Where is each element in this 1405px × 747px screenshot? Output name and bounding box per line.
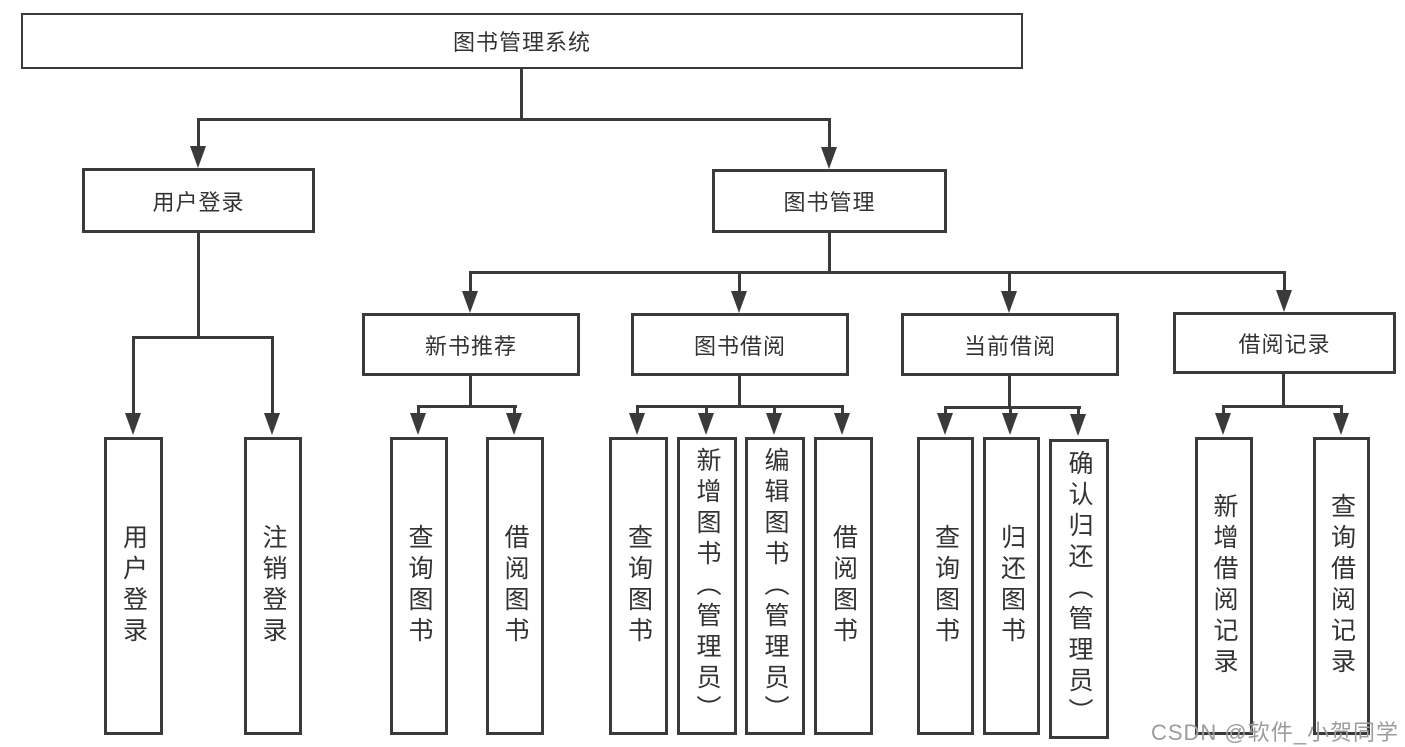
leaf-label: 新增图书（管理员） <box>693 446 721 726</box>
arrowhead-down-icon <box>506 413 522 435</box>
connector-line <box>828 118 831 150</box>
leaf-label: 归还图书 <box>997 524 1026 648</box>
arrowhead-down-icon <box>1070 414 1086 436</box>
connector-line <box>1008 376 1011 406</box>
arrowhead-down-icon <box>264 413 280 435</box>
connector-line <box>271 336 274 415</box>
connector-line <box>705 405 708 417</box>
connector-line <box>1340 405 1343 417</box>
leaf-query-borrow-record: 查询借阅记录 <box>1313 437 1370 735</box>
arrowhead-down-icon <box>698 413 714 435</box>
connector-line <box>738 376 741 405</box>
leaf-label: 查询图书 <box>405 524 433 648</box>
connector-line <box>1008 271 1011 295</box>
leaf-query-books-recommend: 查询图书 <box>390 437 448 735</box>
arrowhead-down-icon <box>834 413 850 435</box>
arrowhead-down-icon <box>937 413 953 435</box>
leaf-user-login: 用户登录 <box>104 437 163 735</box>
arrowhead-down-icon <box>1002 413 1018 435</box>
arrowhead-down-icon <box>190 146 206 168</box>
arrowhead-down-icon <box>1001 291 1017 313</box>
connector-line <box>944 406 947 417</box>
leaf-label: 查询图书 <box>931 524 960 648</box>
connector-line <box>1077 406 1080 417</box>
connector-line <box>197 118 831 121</box>
node-book-management: 图书管理 <box>712 169 947 233</box>
leaf-logout: 注销登录 <box>244 437 302 735</box>
connector-line <box>738 271 741 295</box>
connector-line <box>636 405 844 408</box>
connector-line <box>1222 405 1225 417</box>
node-user-login: 用户登录 <box>82 168 315 233</box>
connector-line <box>197 233 200 336</box>
connector-line <box>417 405 517 408</box>
connector-line <box>132 336 135 415</box>
arrowhead-down-icon <box>1215 413 1231 435</box>
connector-line <box>520 69 523 118</box>
arrowhead-down-icon <box>462 291 478 313</box>
connector-line <box>1283 271 1286 295</box>
connector-line <box>841 405 844 417</box>
node-borrow-records: 借阅记录 <box>1173 312 1396 374</box>
arrowhead-down-icon <box>821 147 837 169</box>
leaf-confirm-return-admin: 确认归还（管理员） <box>1049 439 1109 739</box>
arrowhead-down-icon <box>1333 413 1349 435</box>
connector-line <box>132 336 274 339</box>
leaf-label: 确认归还（管理员） <box>1065 449 1093 729</box>
leaf-label: 用户登录 <box>119 524 148 648</box>
connector-line <box>469 376 472 405</box>
leaf-label: 查询借阅记录 <box>1327 493 1356 679</box>
leaf-label: 新增借阅记录 <box>1210 493 1238 679</box>
connector-line <box>944 406 1081 409</box>
leaf-edit-book-admin: 编辑图书（管理员） <box>745 437 805 735</box>
leaf-borrow-books: 借阅图书 <box>814 437 873 735</box>
leaf-add-borrow-record: 新增借阅记录 <box>1195 437 1253 735</box>
arrowhead-down-icon <box>1276 290 1292 312</box>
leaf-label: 注销登录 <box>259 524 287 648</box>
arrowhead-down-icon <box>731 291 747 313</box>
connector-line <box>469 271 1286 274</box>
leaf-query-books-borrow: 查询图书 <box>609 437 668 735</box>
node-library-system: 图书管理系统 <box>21 13 1023 69</box>
arrowhead-down-icon <box>629 413 645 435</box>
node-current-borrow: 当前借阅 <box>901 313 1119 376</box>
leaf-label: 借阅图书 <box>501 524 529 648</box>
leaf-label: 查询图书 <box>624 524 653 648</box>
leaf-borrow-books-recommend: 借阅图书 <box>486 437 544 735</box>
leaf-return-book: 归还图书 <box>983 437 1040 735</box>
arrowhead-down-icon <box>410 413 426 435</box>
connector-line <box>773 405 776 417</box>
connector-line <box>636 405 639 417</box>
node-book-borrow: 图书借阅 <box>631 313 849 376</box>
connector-line <box>417 405 420 417</box>
connector-line <box>197 118 200 150</box>
leaf-label: 编辑图书（管理员） <box>761 446 789 726</box>
connector-line <box>469 271 472 295</box>
connector-line <box>1282 374 1285 405</box>
leaf-add-book-admin: 新增图书（管理员） <box>677 437 737 735</box>
connector-line <box>513 405 516 417</box>
connector-line <box>1009 406 1012 417</box>
connector-line <box>828 233 831 271</box>
leaf-query-books-current: 查询图书 <box>917 437 974 735</box>
connector-line <box>1222 405 1343 408</box>
arrowhead-down-icon <box>766 413 782 435</box>
arrowhead-down-icon <box>125 413 141 435</box>
node-new-book-recommend: 新书推荐 <box>362 313 580 376</box>
leaf-label: 借阅图书 <box>829 524 858 648</box>
csdn-watermark: CSDN @软件_小贺同学 <box>1150 720 1399 745</box>
